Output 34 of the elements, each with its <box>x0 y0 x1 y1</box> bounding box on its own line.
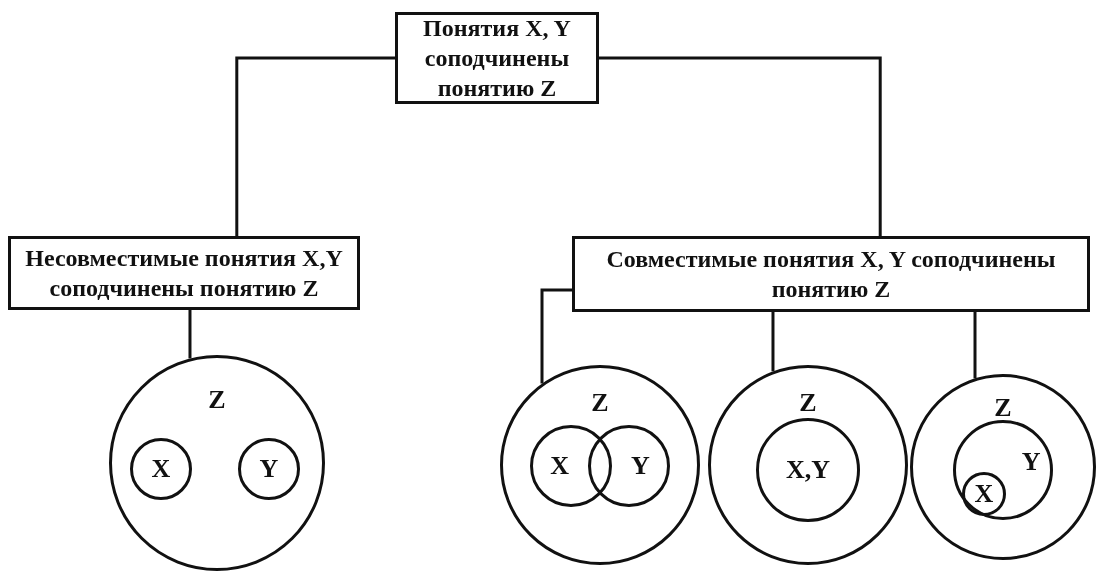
circle-label: Y <box>259 454 279 484</box>
euler-circle <box>530 425 612 507</box>
box-text: Понятия X, Y соподчинены понятию Z <box>422 14 572 103</box>
connector-line <box>973 312 977 379</box>
circle-label: X <box>151 454 171 484</box>
connector-line <box>540 288 572 384</box>
circle-label: X,Y <box>785 455 831 485</box>
process-box <box>395 12 599 104</box>
euler-circle <box>238 438 300 500</box>
circle-label: X <box>974 479 994 509</box>
euler-circle <box>962 472 1006 516</box>
box-text: Несовместимые понятия X,Y соподчинены понятию Z <box>24 244 344 303</box>
euler-circle <box>130 438 192 500</box>
circle-label: Y <box>1021 447 1041 478</box>
box-text: Совместимые понятия X, Y соподчинены понятию Z <box>605 245 1057 304</box>
connector-line <box>235 56 395 236</box>
euler-circle <box>756 418 860 522</box>
connector-line <box>771 312 775 372</box>
euler-circle <box>588 425 670 507</box>
circle-label: Z <box>799 387 817 418</box>
circle-label: Z <box>208 385 226 415</box>
circle-label: Y <box>631 451 650 481</box>
euler-circle <box>109 355 325 571</box>
circle-label: Z <box>591 387 609 418</box>
connector-line <box>188 310 192 359</box>
process-box <box>572 236 1090 312</box>
euler-circle <box>708 365 908 565</box>
connector-line <box>599 56 882 236</box>
euler-circle <box>953 420 1053 520</box>
circle-label: X <box>550 451 569 481</box>
euler-circle <box>500 365 700 565</box>
circle-label: Z <box>994 392 1012 423</box>
process-box <box>8 236 360 310</box>
euler-circle <box>910 374 1096 560</box>
